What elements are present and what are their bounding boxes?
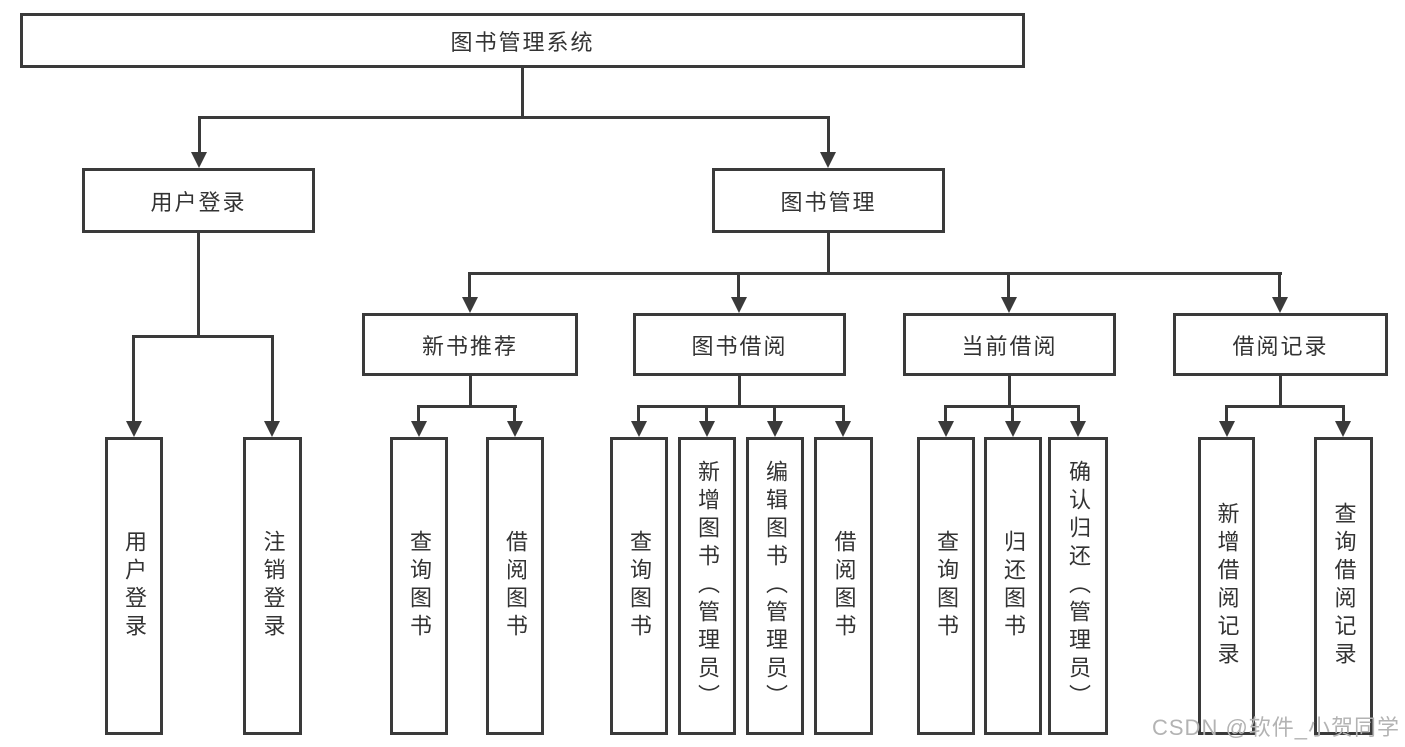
- leaf-query-books-recommend: 查询图书: [390, 437, 448, 735]
- leaf-query-books-borrow-label: 查询图书: [627, 530, 652, 642]
- connector-line: [738, 376, 741, 407]
- arrowhead-down-icon: [835, 421, 851, 437]
- arrowhead-down-icon: [1070, 421, 1086, 437]
- arrowhead-down-icon: [699, 421, 715, 437]
- leaf-edit-books-admin: 编辑图书（管理员）: [746, 437, 804, 735]
- csdn-watermark: CSDN @软件_小贺同学: [1152, 715, 1401, 740]
- node-user-login: 用户登录: [82, 168, 315, 233]
- leaf-borrow-books: 借阅图书: [814, 437, 873, 735]
- leaf-query-books-current: 查询图书: [917, 437, 975, 735]
- arrowhead-down-icon: [938, 421, 954, 437]
- node-root-label: 图书管理系统: [450, 29, 595, 55]
- node-new-book-recommend-label: 新书推荐: [421, 333, 518, 359]
- leaf-return-books: 归还图书: [984, 437, 1042, 735]
- connector-line: [827, 233, 830, 275]
- leaf-query-books-recommend-label: 查询图书: [407, 530, 432, 642]
- connector-line: [468, 272, 1282, 275]
- arrowhead-down-icon: [1001, 297, 1017, 313]
- connector-line: [469, 376, 472, 407]
- connector-line: [271, 335, 274, 425]
- arrowhead-down-icon: [631, 421, 647, 437]
- leaf-confirm-return-admin: 确认归还（管理员）: [1048, 437, 1108, 735]
- node-book-management-label: 图书管理: [780, 189, 877, 215]
- connector-line: [417, 405, 517, 408]
- connector-line: [513, 405, 516, 426]
- node-book-management: 图书管理: [712, 168, 945, 233]
- leaf-confirm-return-admin-label: 确认归还（管理员）: [1066, 460, 1091, 712]
- connector-line: [197, 233, 200, 337]
- connector-line: [1077, 405, 1080, 426]
- arrowhead-down-icon: [1005, 421, 1021, 437]
- connector-line: [1279, 376, 1282, 407]
- connector-line: [842, 405, 845, 426]
- connector-line: [1225, 405, 1228, 426]
- connector-line: [132, 335, 274, 338]
- node-current-borrow-label: 当前借阅: [961, 333, 1058, 359]
- leaf-return-books-label: 归还图书: [1001, 530, 1026, 642]
- node-user-login-label: 用户登录: [150, 189, 247, 215]
- connector-line: [705, 405, 708, 426]
- leaf-query-borrow-record-label: 查询借阅记录: [1331, 502, 1357, 670]
- arrowhead-down-icon: [126, 421, 142, 437]
- leaf-add-borrow-record-label: 新增借阅记录: [1214, 502, 1240, 670]
- arrowhead-down-icon: [507, 421, 523, 437]
- node-new-book-recommend: 新书推荐: [362, 313, 578, 376]
- leaf-borrow-books-label: 借阅图书: [831, 530, 857, 642]
- connector-line: [198, 116, 830, 119]
- arrowhead-down-icon: [820, 152, 836, 168]
- leaf-user-login-label: 用户登录: [122, 530, 147, 642]
- arrowhead-down-icon: [731, 297, 747, 313]
- leaf-edit-books-admin-label: 编辑图书（管理员）: [763, 460, 788, 712]
- connector-line: [1342, 405, 1345, 426]
- leaf-logout-label: 注销登录: [260, 530, 286, 642]
- arrowhead-down-icon: [462, 297, 478, 313]
- node-root: 图书管理系统: [20, 13, 1025, 68]
- connector-line: [1225, 405, 1345, 408]
- connector-line: [1007, 272, 1010, 300]
- connector-line: [737, 272, 740, 300]
- arrowhead-down-icon: [1335, 421, 1351, 437]
- connector-line: [1278, 272, 1281, 300]
- node-book-borrow-label: 图书借阅: [691, 333, 788, 359]
- arrowhead-down-icon: [1272, 297, 1288, 313]
- leaf-add-books-admin-label: 新增图书（管理员）: [695, 460, 720, 712]
- connector-line: [944, 405, 947, 426]
- node-current-borrow: 当前借阅: [903, 313, 1116, 376]
- node-borrow-records-label: 借阅记录: [1232, 333, 1329, 359]
- arrowhead-down-icon: [191, 152, 207, 168]
- connector-line: [637, 405, 845, 408]
- leaf-add-books-admin: 新增图书（管理员）: [678, 437, 736, 735]
- connector-line: [773, 405, 776, 426]
- leaf-add-borrow-record: 新增借阅记录: [1198, 437, 1255, 735]
- connector-line: [1008, 376, 1011, 407]
- node-book-borrow: 图书借阅: [633, 313, 846, 376]
- connector-line: [521, 68, 524, 118]
- leaf-query-books-current-label: 查询图书: [934, 530, 959, 642]
- connector-line: [198, 116, 201, 156]
- connector-line: [1011, 405, 1014, 426]
- leaf-query-borrow-record: 查询借阅记录: [1314, 437, 1373, 735]
- leaf-query-books-borrow: 查询图书: [610, 437, 668, 735]
- arrowhead-down-icon: [1219, 421, 1235, 437]
- arrowhead-down-icon: [264, 421, 280, 437]
- leaf-borrow-books-recommend: 借阅图书: [486, 437, 544, 735]
- leaf-user-login: 用户登录: [105, 437, 163, 735]
- arrowhead-down-icon: [767, 421, 783, 437]
- connector-line: [132, 335, 135, 425]
- connector-line: [827, 116, 830, 156]
- leaf-logout: 注销登录: [243, 437, 302, 735]
- node-borrow-records: 借阅记录: [1173, 313, 1388, 376]
- arrowhead-down-icon: [411, 421, 427, 437]
- connector-line: [417, 405, 420, 426]
- connector-line: [637, 405, 640, 426]
- connector-line: [468, 272, 471, 300]
- leaf-borrow-books-recommend-label: 借阅图书: [503, 530, 528, 642]
